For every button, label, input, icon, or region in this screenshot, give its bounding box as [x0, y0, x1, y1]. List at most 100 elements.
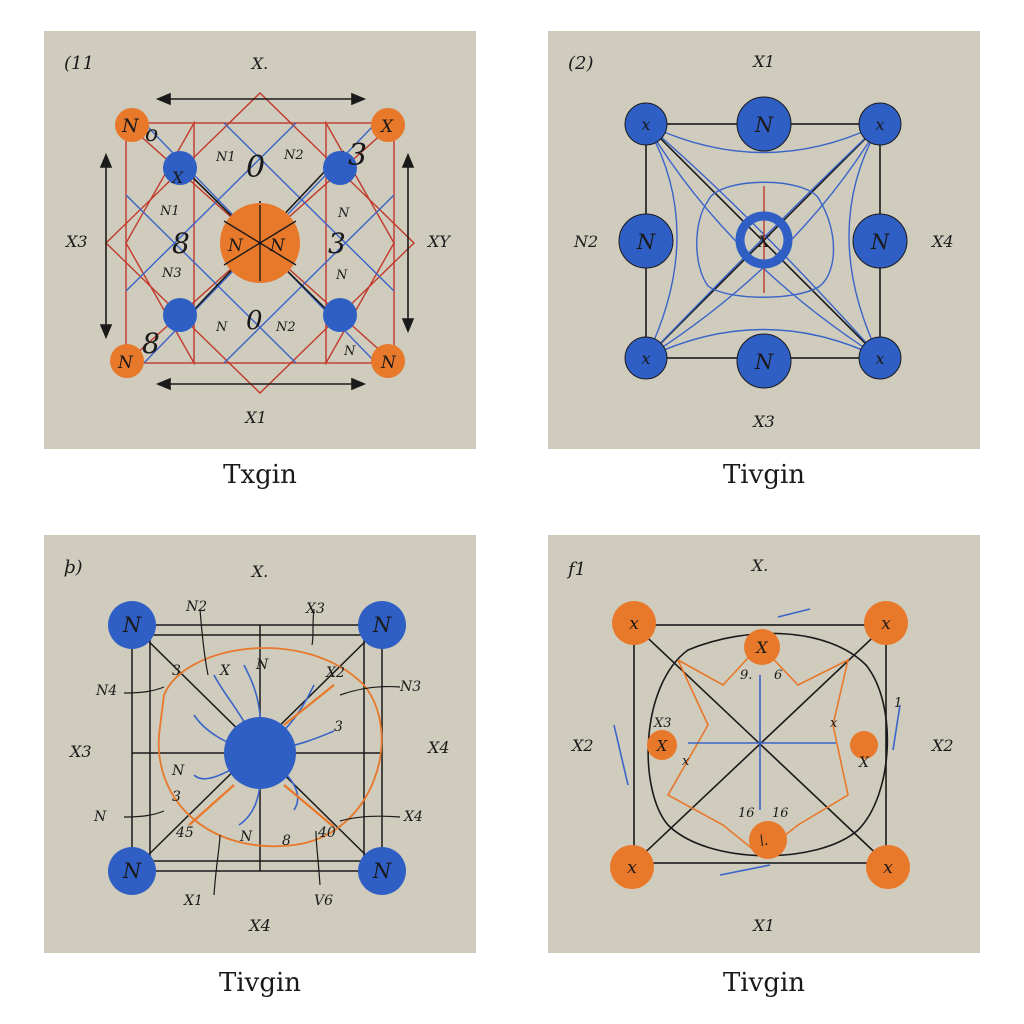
- edge-node-left: [618, 213, 674, 269]
- small-label: X3: [653, 716, 672, 731]
- right-label: XY: [426, 232, 451, 251]
- small-label: N2: [283, 148, 304, 163]
- right-label: X2: [930, 736, 954, 755]
- number-bottom: 0: [246, 306, 263, 336]
- corner-label-bottom-right: x: [883, 858, 893, 878]
- small-label: X2: [325, 665, 345, 681]
- corner-node-bottom-left: [624, 336, 668, 380]
- top-label: X.: [250, 562, 268, 581]
- diagram-panel-2: X x x x x N N N N (2) X1 X3 N2 X4: [548, 31, 980, 449]
- inner-node-left: [647, 730, 677, 760]
- small-labels-group: N1 N2 N1 N N3 N N N2 N: [159, 148, 356, 359]
- small-label: 6: [774, 668, 782, 683]
- small-label: N: [255, 657, 269, 673]
- number-bottom-left: 8: [142, 327, 160, 360]
- small-label: N: [93, 809, 107, 825]
- corner-label-top-right: x: [875, 115, 884, 134]
- panel-tag: þ): [64, 557, 83, 578]
- small-label: X4: [403, 809, 423, 825]
- corner-node-top-left: [115, 108, 149, 142]
- diagram-panel-1: (11 X. X1 X3 XY N o X N N X N N 0 3 8 3 …: [44, 31, 476, 449]
- corner-label-bottom-left: x: [641, 349, 650, 368]
- small-labels-group: N2 X3 N4 N3 3 X N X2 N 3 N 3 N 8 X4 45 4…: [93, 599, 423, 909]
- edge-label-bottom: N: [754, 350, 774, 374]
- orange-arrows: [188, 684, 335, 828]
- panel-background: [548, 535, 980, 953]
- small-label: x: [682, 754, 690, 769]
- small-label: 3: [334, 719, 343, 735]
- diagram-panel-4: x x x x X X X \. 9. 6 X3 x x 16 16 1 f1 …: [548, 535, 980, 953]
- small-label: N1: [215, 150, 236, 165]
- corner-node-top-right: [858, 102, 902, 146]
- corner-node-top-right: [358, 601, 406, 649]
- number-top-right: 3: [348, 138, 367, 173]
- corner-label-top-right: x: [881, 614, 891, 634]
- left-label: N2: [573, 232, 598, 251]
- corner-label-top-left: N: [122, 613, 142, 637]
- diagram-panel-3: N N N N N2 X3 N4 N3 3 X N X2 N 3 N 3 N 8…: [44, 535, 476, 953]
- corner-label-bottom-left: N: [117, 353, 134, 373]
- small-label: 3: [172, 663, 181, 679]
- callout-arrows: [123, 608, 401, 896]
- corner-label-top-left: x: [641, 115, 650, 134]
- number-top: 0: [246, 150, 265, 185]
- small-label: N3: [161, 266, 182, 281]
- number-right: 3: [328, 227, 346, 260]
- small-label: V6: [314, 893, 333, 909]
- inner-label-left: X: [656, 737, 669, 755]
- small-label: 16: [738, 806, 755, 821]
- center-node-spokes: [223, 205, 297, 281]
- small-label: 1: [894, 696, 902, 711]
- inner-label-right: X: [858, 755, 870, 771]
- caption-2: Tivgin: [722, 460, 806, 490]
- center-label: X: [756, 232, 770, 251]
- corner-node-top-right: [371, 108, 405, 142]
- small-label: N: [171, 763, 185, 779]
- small-labels-group: 9. 6 X3 x x 16 16 1: [653, 668, 902, 821]
- corner-node-bottom-right: [866, 845, 910, 889]
- edge-label-left: N: [636, 230, 656, 254]
- inner-node-top: [744, 629, 780, 665]
- small-label: N2: [185, 599, 207, 615]
- left-label: X3: [68, 742, 92, 761]
- corner-extra-label: o: [145, 122, 158, 147]
- corner-node-bottom-right: [358, 847, 406, 895]
- corner-label-bottom-left: x: [627, 858, 637, 878]
- dimension-arrows: [99, 92, 415, 391]
- inner-node-bottom: [749, 821, 787, 859]
- corner-node-top-left: [612, 601, 656, 645]
- corner-label-bottom-left: N: [122, 859, 142, 883]
- edge-label-right: N: [870, 230, 890, 254]
- panel-tag: (11: [64, 53, 94, 74]
- edge-node-bottom: [736, 333, 792, 389]
- small-label: 9.: [740, 668, 752, 683]
- small-label: N3: [399, 679, 421, 695]
- blue-axes: [613, 608, 901, 876]
- corner-label-top-right: N: [372, 613, 392, 637]
- edge-node-right: [852, 213, 908, 269]
- panel-tag: f1: [566, 559, 586, 580]
- corner-label-top-right: X: [379, 117, 394, 137]
- panel-tag: (2): [568, 53, 594, 74]
- corner-node-bottom-right: [371, 344, 405, 378]
- top-label: X.: [250, 54, 268, 73]
- caption-3: Tivgin: [218, 968, 302, 998]
- small-label: X3: [305, 601, 325, 617]
- small-label: N1: [159, 204, 180, 219]
- top-label: X.: [750, 556, 768, 575]
- corner-node-bottom-right: [858, 336, 902, 380]
- caption-4: Tivgin: [722, 968, 806, 998]
- orange-loop: [157, 647, 383, 848]
- corner-node-top-left: [624, 102, 668, 146]
- small-label: N2: [275, 320, 296, 335]
- center-node: [224, 717, 296, 789]
- inner-label-bottom: \.: [759, 833, 768, 849]
- bottom-label: X3: [751, 412, 775, 431]
- small-label: x: [830, 716, 838, 731]
- corner-label-top-left: N: [121, 115, 140, 137]
- bottom-label: X4: [247, 916, 271, 935]
- inner-label-top: X: [754, 638, 768, 657]
- top-label: X1: [751, 52, 775, 71]
- corner-node-bottom-left: [610, 845, 654, 889]
- center-ring: [735, 211, 793, 269]
